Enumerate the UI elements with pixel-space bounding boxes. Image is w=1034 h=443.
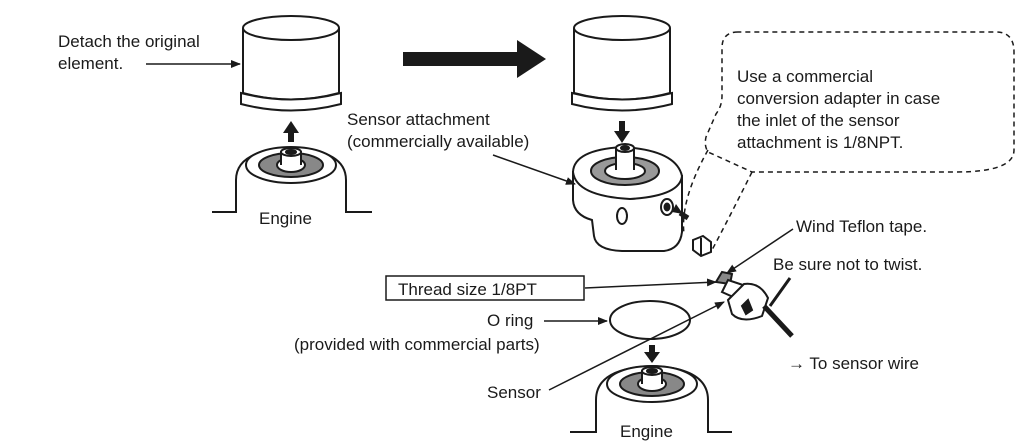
conversion-adapter-part <box>692 234 712 258</box>
filter-element-right <box>571 15 673 112</box>
engine-mount-bottom <box>570 364 732 433</box>
engine-label-left: Engine <box>259 209 312 228</box>
o-ring-part <box>609 300 691 340</box>
adapter-note-line3: the inlet of the sensor <box>737 111 900 130</box>
teflon-pointer <box>726 228 794 274</box>
thread-size-label: Thread size 1/8PT <box>398 280 537 299</box>
no-twist-label: Be sure not to twist. <box>773 255 922 274</box>
sensor-attachment-pointer <box>492 154 576 185</box>
sensor-label: Sensor <box>487 383 541 402</box>
transition-arrow <box>403 40 546 78</box>
sensor-part <box>714 270 794 338</box>
engine-label-bottom: Engine <box>620 422 673 441</box>
adapter-note-line2: conversion adapter in case <box>737 89 940 108</box>
thread-size-box <box>385 275 585 301</box>
sensor-attachment-label-line1: Sensor attachment <box>347 110 490 129</box>
sensor-attachment-part <box>571 143 684 252</box>
down-arrow-right <box>614 121 630 143</box>
adapter-callout-tail <box>682 149 753 251</box>
adapter-callout-bubble <box>704 31 1015 173</box>
o-ring-label-line2: (provided with commercial parts) <box>294 335 540 354</box>
original-filter-element <box>240 15 342 112</box>
teflon-label: Wind Teflon tape. <box>796 217 927 236</box>
small-arrow-to-inlet <box>672 204 690 221</box>
sensor-pointer <box>548 301 725 391</box>
thread-size-pointer <box>584 278 717 289</box>
engine-mount-left <box>212 146 372 213</box>
sensor-attachment-label-line2: (commercially available) <box>347 132 529 151</box>
adapter-note-line1: Use a commercial <box>737 67 873 86</box>
up-arrow-left <box>283 121 299 142</box>
down-arrow-bottom <box>644 345 660 363</box>
detach-label-line2: element. <box>58 54 123 73</box>
no-twist-pointer <box>768 277 792 307</box>
adapter-note-line4: attachment is 1/8NPT. <box>737 133 903 152</box>
o-ring-label-line1: O ring <box>487 311 533 330</box>
to-sensor-wire-label: → To sensor wire <box>788 354 919 373</box>
detach-label-line1: Detach the original <box>58 32 200 51</box>
